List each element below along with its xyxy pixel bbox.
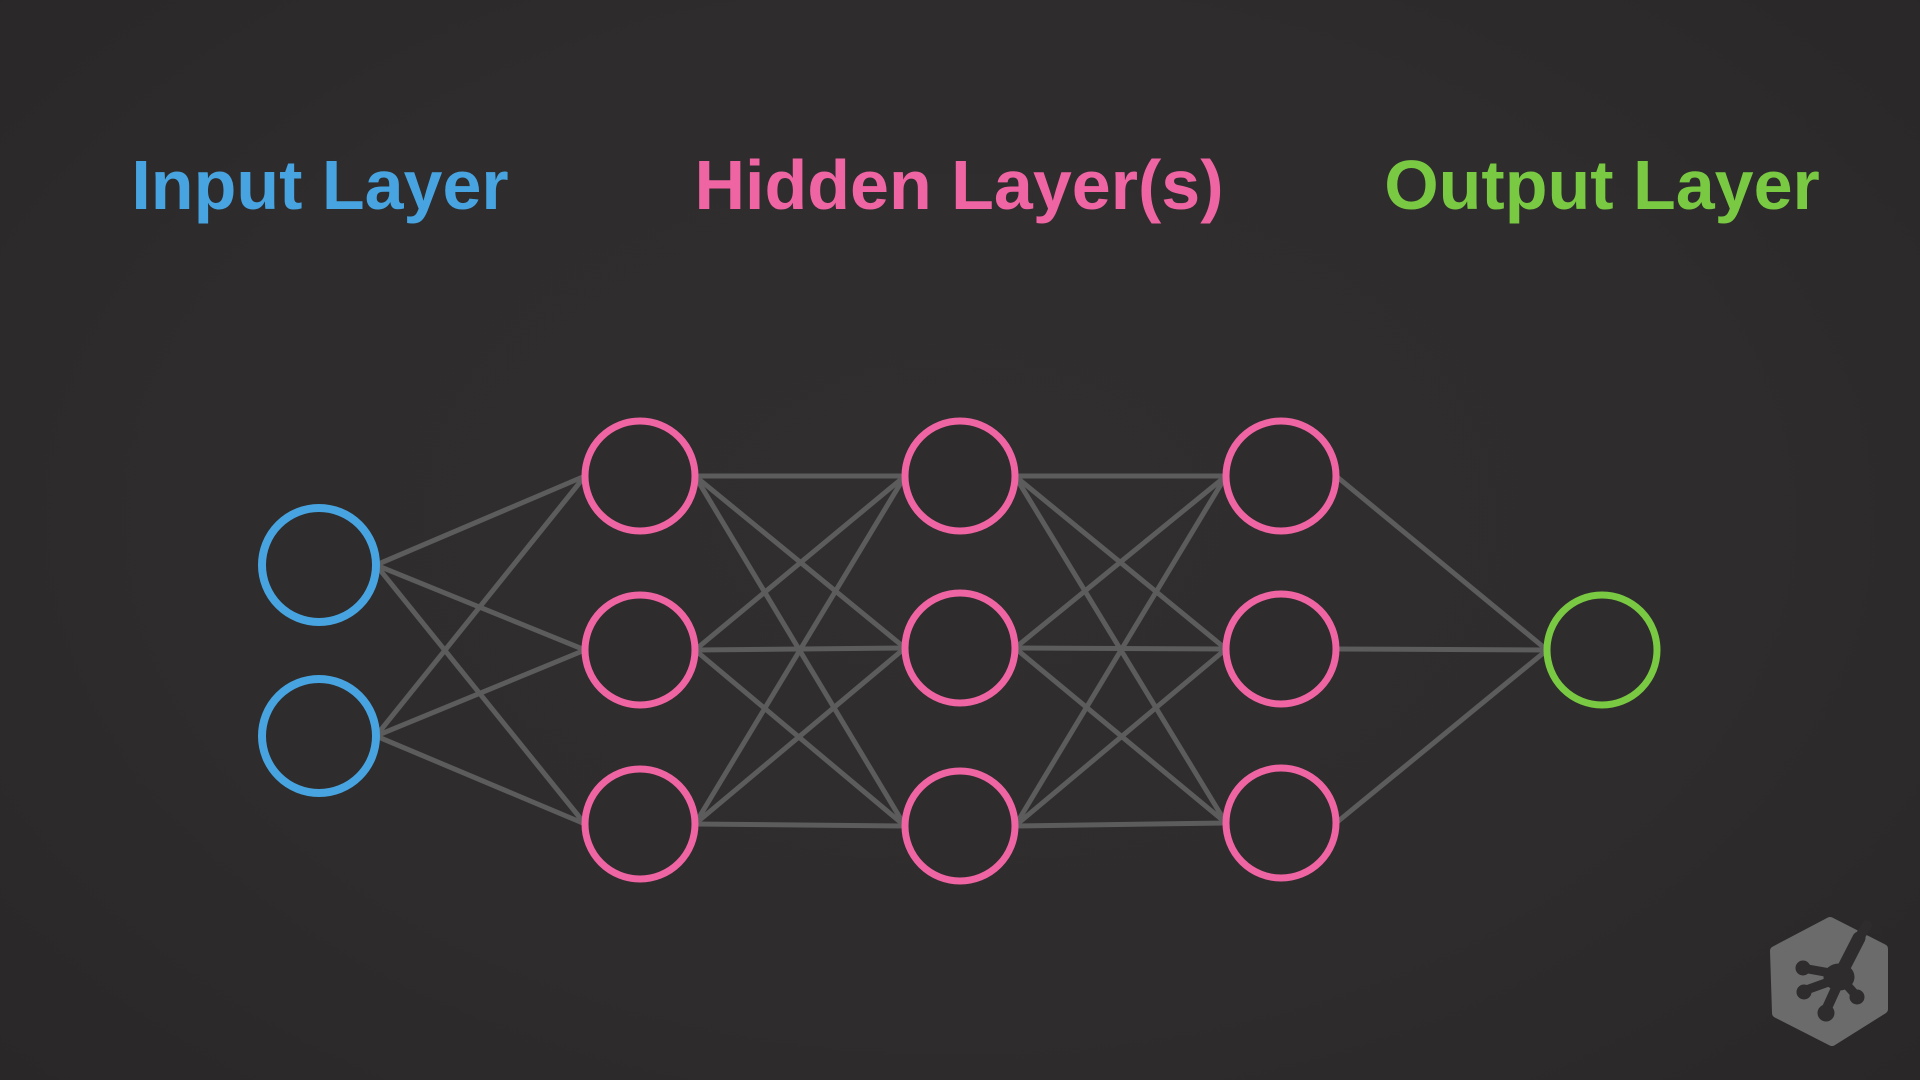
output-node-1: [1543, 591, 1661, 709]
edge-hidden-2-to-hidden-3: [1013, 647, 1228, 828]
input-node-1: [258, 504, 380, 626]
hidden-layer-label: Hidden Layer(s): [694, 146, 1224, 224]
edge-hidden-3-to-output: [1334, 474, 1549, 652]
hidden-2-node-3: [901, 767, 1019, 885]
edge-hidden-2-to-hidden-3: [1014, 820, 1227, 829]
hidden-1-node-2: [581, 591, 699, 709]
hidden-1-node-1: [581, 417, 699, 535]
edge-hidden-1-to-hidden-2: [693, 474, 907, 652]
edge-hidden-1-to-hidden-2: [692, 474, 908, 826]
output-layer-label: Output Layer: [1384, 146, 1820, 224]
edge-hidden-3-to-output: [1335, 646, 1548, 653]
edge-hidden-1-to-hidden-2: [693, 646, 907, 826]
edge-hidden-2-to-hidden-3: [1012, 474, 1229, 828]
edge-input-to-hidden-1: [375, 473, 586, 568]
hidden-3-node-3: [1222, 764, 1340, 882]
edge-input-to-hidden-1: [375, 733, 586, 827]
hidden-3-node-2: [1222, 590, 1340, 708]
input-node-2: [258, 675, 380, 797]
input-layer-label: Input Layer: [131, 146, 509, 224]
hidden-2-node-1: [901, 417, 1019, 535]
hidden-3-node-1: [1222, 417, 1340, 535]
edge-hidden-2-to-hidden-3: [1013, 474, 1228, 650]
hidden-2-node-2: [901, 589, 1019, 707]
edge-hidden-1-to-hidden-2: [694, 821, 906, 829]
edge-input-to-hidden-1: [374, 474, 587, 738]
edge-hidden-3-to-output: [1334, 648, 1549, 825]
logo-frog-footprint: [1795, 920, 1872, 1022]
hidden-1-node-3: [581, 765, 699, 883]
network-nodes: [258, 417, 1661, 885]
network-connections: [374, 473, 1549, 829]
edge-input-to-hidden-1: [375, 647, 586, 739]
treehouse-logo-icon: [1770, 917, 1888, 1046]
